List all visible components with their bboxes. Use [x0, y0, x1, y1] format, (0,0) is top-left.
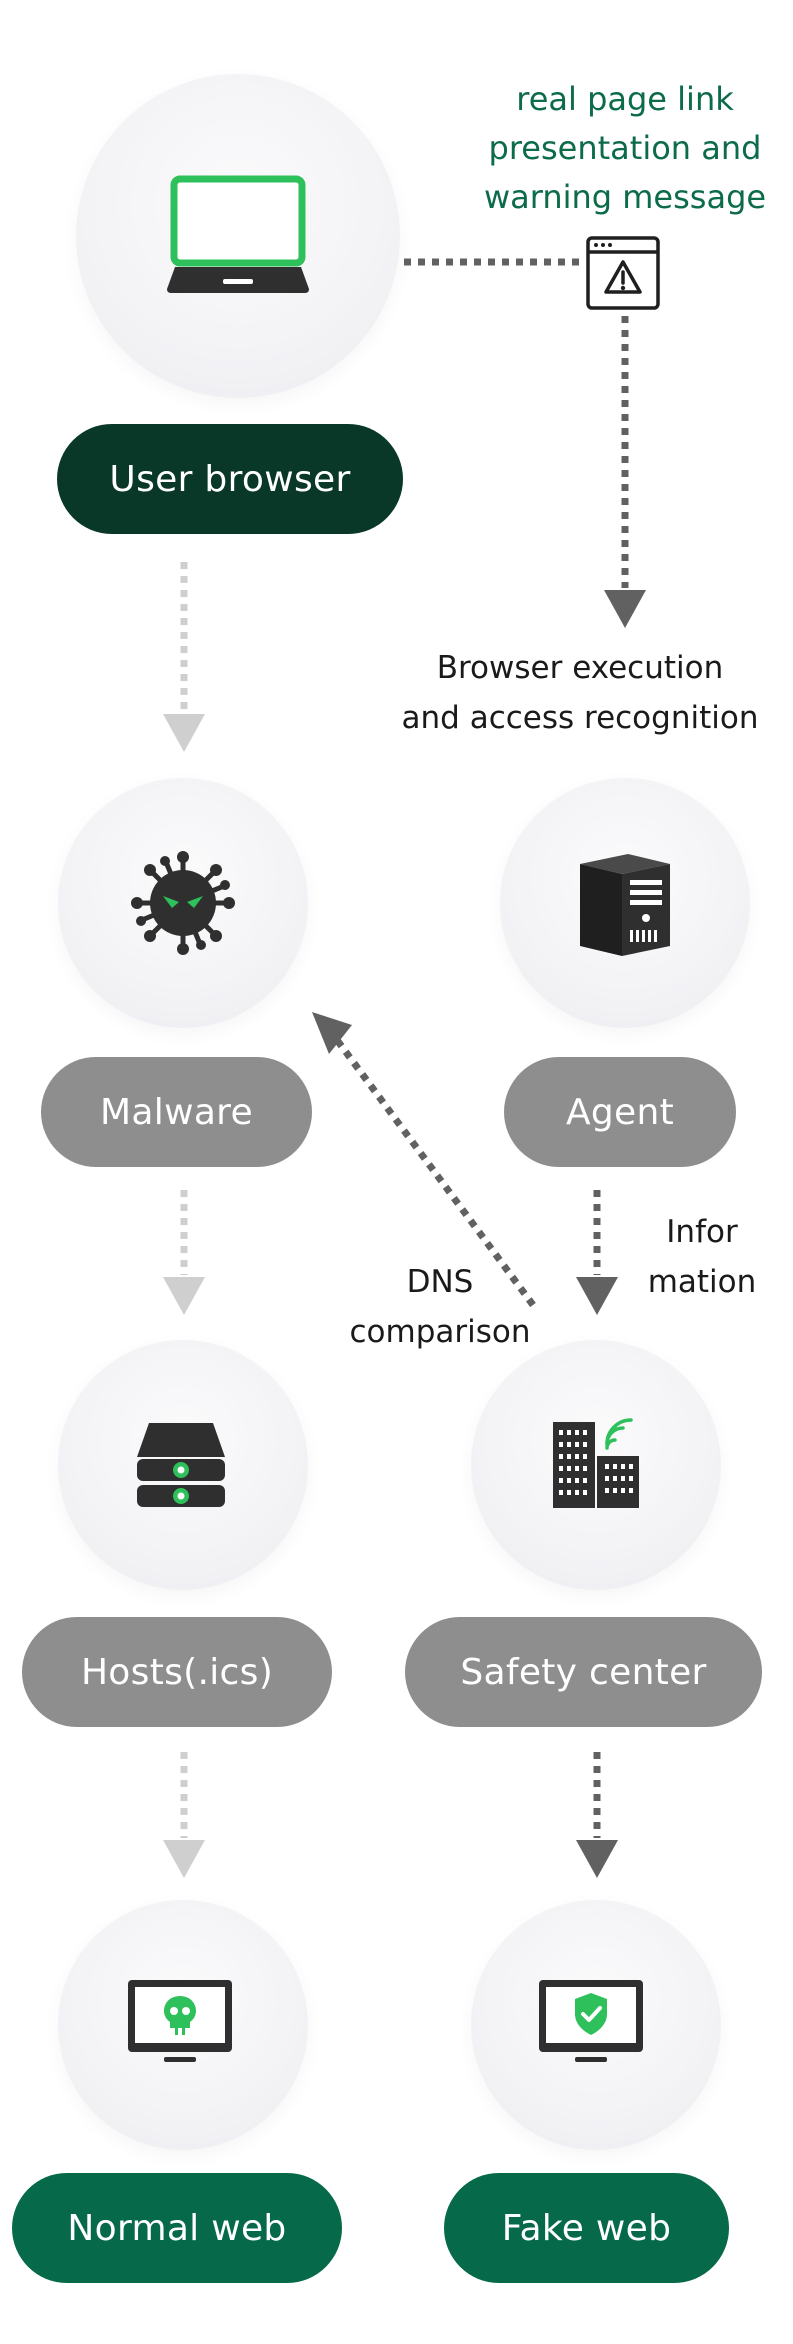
browser-execution-label: Browser execution and access recognition [385, 643, 775, 743]
annotation-line: real page link [516, 80, 734, 118]
agent-label: Agent [504, 1057, 736, 1167]
information-line: mation [647, 1264, 757, 1300]
laptop-icon [167, 175, 309, 293]
arrowhead [163, 1277, 205, 1315]
annotation-text: real page link presentation and warning … [470, 75, 780, 222]
skull-monitor-icon [128, 1980, 232, 2062]
arrowhead [604, 590, 646, 628]
dns-comparison-label: DNS comparison [335, 1257, 545, 1357]
shield-monitor-icon [539, 1980, 643, 2062]
hosts-label: Hosts(.ics) [22, 1617, 332, 1727]
dns-comparison-line: DNS [406, 1264, 474, 1300]
arrowhead [163, 714, 205, 752]
arrowhead [312, 1012, 352, 1054]
arrowhead [576, 1277, 618, 1315]
virus-icon [131, 851, 235, 955]
browser-execution-line: and access recognition [401, 700, 759, 736]
annotation-line: presentation and [488, 129, 762, 167]
information-line: Infor [666, 1214, 738, 1250]
dns-comparison-line: comparison [349, 1314, 531, 1350]
normal-web-label: Normal web [12, 2173, 342, 2283]
malware-label: Malware [41, 1057, 312, 1167]
fake-web-label: Fake web [444, 2173, 729, 2283]
user-browser-label: User browser [57, 424, 403, 534]
arrowhead [163, 1840, 205, 1878]
information-label: Infor mation [637, 1207, 767, 1307]
server-tower-icon [580, 854, 670, 956]
safety-center-node [471, 1340, 721, 1590]
storage-drive-icon [137, 1423, 225, 1507]
annotation-line: warning message [483, 178, 767, 216]
warning-window-icon [586, 236, 660, 310]
browser-execution-line: Browser execution [436, 650, 724, 686]
arrowhead [576, 1840, 618, 1878]
office-building-icon [553, 1418, 639, 1508]
safety-center-label: Safety center [405, 1617, 762, 1727]
